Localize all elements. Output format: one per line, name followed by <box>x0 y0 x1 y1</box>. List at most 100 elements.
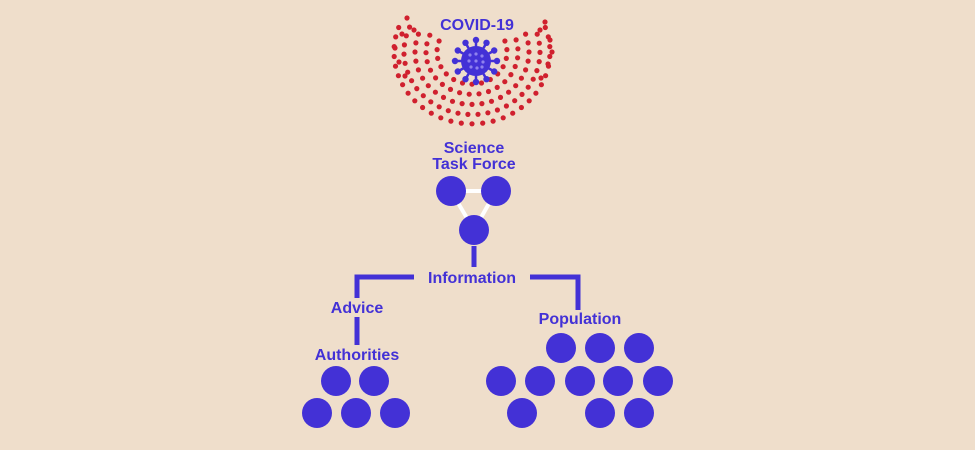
authority-member <box>321 366 351 396</box>
virus-spread-dot <box>547 37 553 43</box>
virus-spread-dot <box>451 76 457 83</box>
virus-spread-dot <box>433 75 439 81</box>
population-member <box>624 398 654 428</box>
virus-spread-dot <box>536 40 542 46</box>
virus-spread-dot <box>530 76 536 82</box>
virus-spread-dot <box>420 104 426 111</box>
virus-spread-dot <box>485 110 491 116</box>
virus-spread-dot <box>510 110 516 116</box>
virus-spread-dot <box>543 73 549 79</box>
virus-spread-dot <box>399 31 405 37</box>
virus-spread-dot <box>538 75 544 81</box>
virus-spread-dot <box>424 59 430 65</box>
connector-information-right <box>530 274 581 310</box>
virus-spread-dot <box>465 111 471 117</box>
population-group <box>486 333 673 428</box>
virus-spread-dot <box>425 83 431 89</box>
virus-spread-dot <box>500 115 506 121</box>
virus-spread-dot <box>542 19 548 25</box>
virus-spread-dot <box>391 53 397 60</box>
virus-spread-dot <box>447 86 454 92</box>
virus-spread-dot <box>409 78 415 84</box>
virus-spread-dot <box>518 104 525 111</box>
virus-spread-dot <box>420 93 426 99</box>
virus-spread-dot <box>457 90 463 96</box>
virus-spread-dot <box>513 83 519 89</box>
virus-spread-dot <box>448 118 454 124</box>
covid-label: COVID-19 <box>440 17 514 34</box>
virus-spread-dot <box>415 31 421 37</box>
authority-member <box>359 366 389 396</box>
virus-spread-dot <box>455 110 461 116</box>
virus-spread-dot <box>427 32 433 38</box>
virus-spread-dot <box>512 63 518 70</box>
virus-spread-dot <box>440 94 447 100</box>
population-label: Population <box>539 311 622 328</box>
virus-spread-dot <box>537 27 543 33</box>
virus-spread-dot <box>393 34 399 40</box>
virus-spread-dot <box>413 40 419 46</box>
population-member <box>643 366 673 396</box>
virus-spread-dot <box>538 82 545 88</box>
virus-spread-dot <box>523 31 529 37</box>
virus-spread-dot <box>494 107 500 113</box>
population-member <box>585 333 615 363</box>
population-member <box>546 333 576 363</box>
virus-spread-dot <box>547 53 553 60</box>
virus-spread-dot <box>449 98 456 104</box>
authority-member <box>341 398 371 428</box>
virus-spread-dot <box>525 40 531 46</box>
virus-spread-dot <box>438 64 444 70</box>
virus-spread-dot <box>547 44 553 50</box>
virus-spread-dot <box>405 90 411 96</box>
virus-spread-dot <box>443 71 449 77</box>
virus-spread-dot <box>420 75 426 81</box>
virus-spread-dot <box>485 88 492 95</box>
virus-spread-dot <box>488 98 495 104</box>
virus-spread-dot <box>508 72 514 78</box>
virus-spread-dot <box>494 84 500 90</box>
virus-spread-dot <box>537 49 543 56</box>
virus-spread-dot <box>445 108 451 114</box>
virus-spread-dot <box>392 45 398 51</box>
virus-spread-dot <box>435 55 441 62</box>
virus-spread-dot <box>436 104 442 110</box>
virus-spread-dot <box>459 101 465 107</box>
virus-spread-dot <box>549 49 555 55</box>
population-member <box>507 398 537 428</box>
science-task-force-label-line2: Task Force <box>432 156 515 173</box>
population-member <box>525 366 555 396</box>
virus-spread-dot <box>497 94 504 100</box>
virus-spread-dot <box>392 63 399 69</box>
task-force-member <box>459 215 489 245</box>
virus-spread-dot <box>513 37 519 43</box>
virus-icon <box>451 36 501 86</box>
virus-spread-dot <box>428 110 434 116</box>
virus-spread-dot <box>458 120 464 126</box>
virus-spread-dot <box>401 51 407 57</box>
population-member <box>486 366 516 396</box>
virus-spread-dot <box>412 49 418 55</box>
virus-spread-dot <box>525 84 531 90</box>
virus-spread-dot <box>504 47 510 53</box>
information-label: Information <box>428 270 516 287</box>
virus-spread-dot <box>400 82 406 88</box>
virus-spread-dot <box>404 15 410 21</box>
virus-spread-dot <box>402 73 408 79</box>
virus-spread-dot <box>519 91 525 97</box>
virus-spread-dot <box>523 67 529 73</box>
virus-spread-dot <box>502 79 508 85</box>
virus-spread-dot <box>423 50 429 56</box>
population-member <box>565 366 595 396</box>
authority-member <box>302 398 332 428</box>
virus-spread-dot <box>476 91 482 97</box>
virus-spread-dot <box>438 115 444 121</box>
virus-spread-dot <box>432 89 438 95</box>
virus-spread-dot <box>525 58 531 64</box>
virus-spread-dot <box>396 24 402 31</box>
task-force-member <box>481 176 511 206</box>
virus-spread-dot <box>478 80 485 86</box>
virus-spread-dot <box>503 103 509 109</box>
virus-spread-dot <box>401 42 407 48</box>
